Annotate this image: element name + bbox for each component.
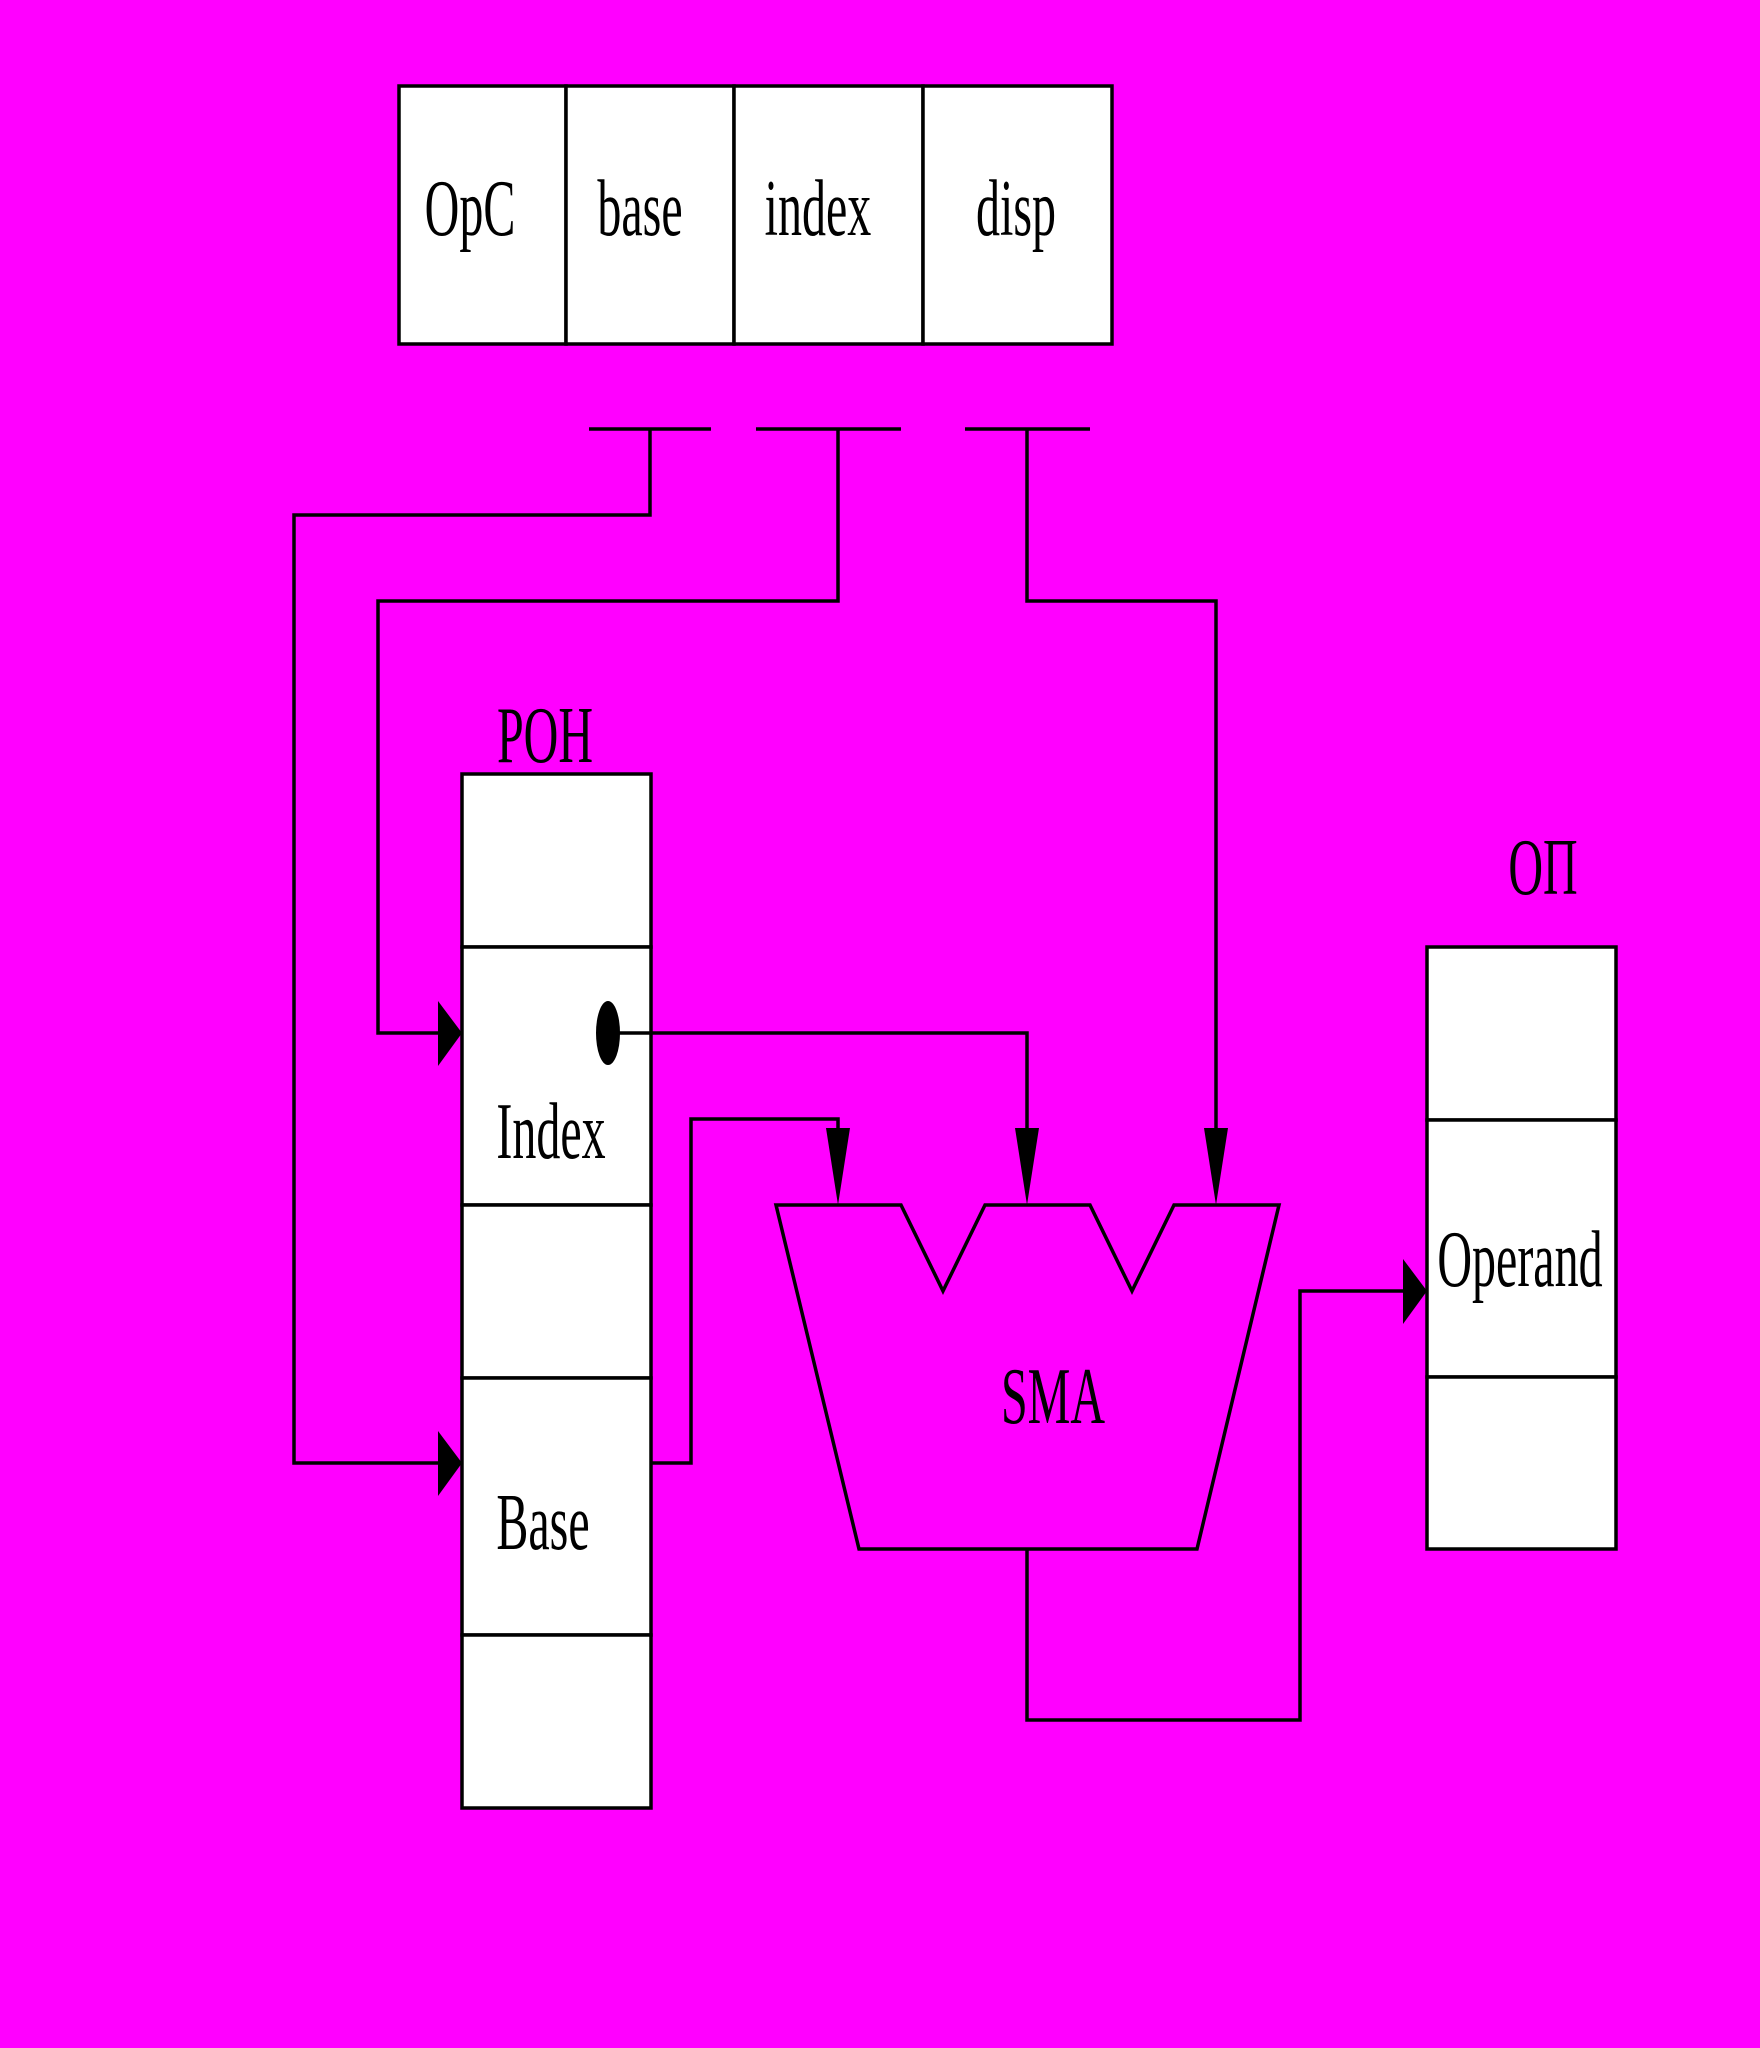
wire-index-field-to-index-register (376, 429, 840, 1035)
registers-title: POH (497, 692, 593, 781)
instruction-format (397, 84, 1114, 346)
register-cell-0 (460, 772, 653, 949)
wire-base-field-to-base-register (292, 429, 652, 1465)
register-index-label: Index (496, 1088, 605, 1177)
arrowheads (438, 1001, 1427, 1496)
memory-cell-2 (1425, 1375, 1618, 1551)
wire-adder-to-operand (1025, 1289, 1405, 1722)
arrow-into-base-register (438, 1431, 462, 1496)
register-cell-4 (460, 1633, 653, 1810)
register-file (460, 772, 653, 1810)
wire-disp-field-to-adder (1025, 429, 1218, 1148)
connection-lines (292, 429, 1405, 1722)
arrow-into-adder-input-2 (1015, 1128, 1039, 1205)
field-index-label: index (765, 165, 872, 254)
field-index-cell (732, 84, 925, 346)
memory-cell-0 (1425, 945, 1618, 1122)
index-output-dot (596, 1001, 620, 1065)
arrow-into-adder-input-3 (1204, 1128, 1228, 1205)
adder-shape (773, 1203, 1282, 1551)
adder-label: SMA (1001, 1353, 1105, 1442)
memory-operand-label: Operand (1437, 1216, 1602, 1305)
memory-cell-operand (1425, 1118, 1618, 1379)
field-disp-cell (921, 84, 1114, 346)
field-disp-label: disp (976, 165, 1056, 254)
memory-block (1425, 945, 1618, 1551)
register-base-label: Base (496, 1479, 589, 1568)
arrow-into-index-register (438, 1001, 462, 1066)
field-opc-label: OpC (425, 165, 516, 254)
wire-index-register-to-adder (608, 1031, 1029, 1148)
field-base-label: base (597, 165, 682, 254)
field-base-cell (564, 84, 736, 346)
register-cell-2 (460, 1203, 653, 1380)
arrow-into-adder-input-1 (826, 1128, 850, 1205)
memory-title: ОП (1508, 824, 1577, 913)
arrow-into-operand (1403, 1259, 1427, 1324)
field-opc-cell (397, 84, 568, 346)
wire-base-register-to-adder (651, 1117, 840, 1465)
